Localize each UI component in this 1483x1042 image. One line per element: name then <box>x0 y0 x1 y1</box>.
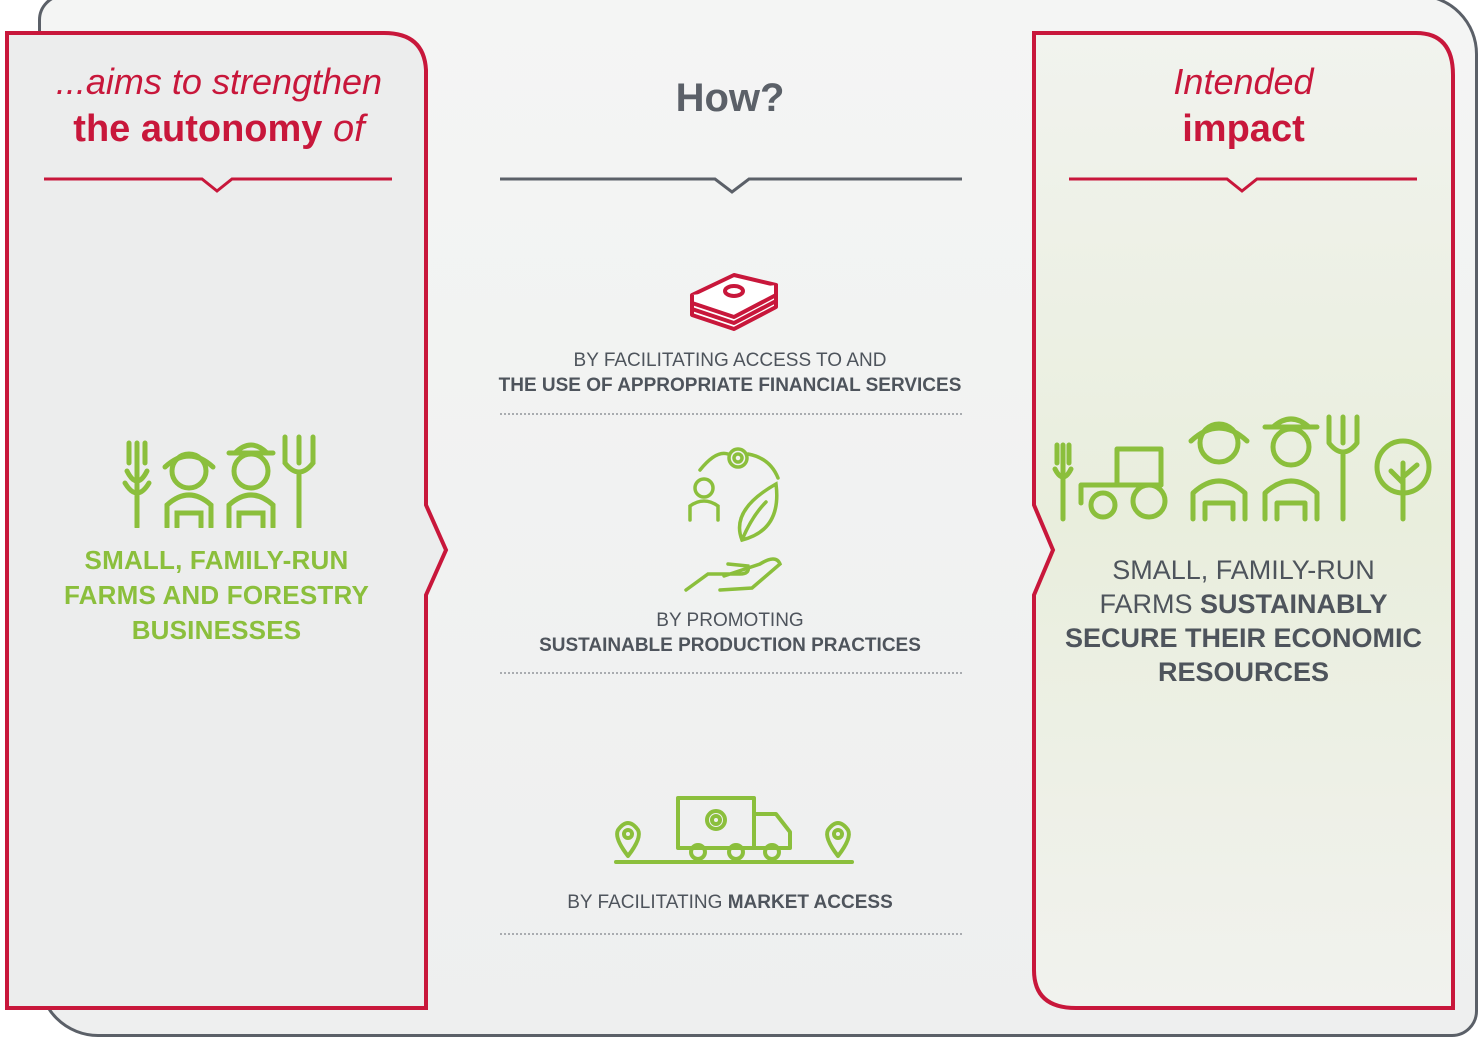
step3-line-regular: BY FACILITATING <box>567 892 723 913</box>
right-heading-line2: impact <box>1182 108 1305 150</box>
step1-text: BY FACILITATING ACCESS TO AND THE USE OF… <box>460 348 1000 398</box>
left-panel: ...aims to strengthen the autonomy of SM… <box>4 30 449 1010</box>
left-label: SMALL, FAMILY-RUN FARMS AND FORESTRY BUS… <box>24 543 409 648</box>
left-heading: ...aims to strengthen the autonomy of <box>24 60 414 154</box>
right-heading: Intended impact <box>1051 60 1436 154</box>
left-label-line3: BUSINESSES <box>131 615 302 645</box>
step2-line2: SUSTAINABLE PRODUCTION PRACTICES <box>539 635 921 656</box>
right-label: SMALL, FAMILY-RUN FARMS SUSTAINABLY SECU… <box>1046 553 1441 689</box>
right-heading-line1: Intended <box>1173 61 1314 102</box>
sustainable-cycle-icon <box>684 447 783 592</box>
step3-dotted-divider <box>500 933 962 935</box>
right-label-line1: SMALL, FAMILY-RUN <box>1112 555 1375 585</box>
center-divider <box>500 177 962 194</box>
right-divider <box>1069 177 1417 193</box>
right-label-line3: SECURE THEIR ECONOMIC <box>1064 623 1423 653</box>
step2-dotted-divider <box>500 672 962 674</box>
left-heading-italic: of <box>332 108 365 150</box>
step3-line-bold: MARKET ACCESS <box>727 892 893 913</box>
right-panel: Intended impact SMALL, FAMILY-RUN FARMS … <box>1031 30 1456 1010</box>
left-label-line1: SMALL, FAMILY-RUN <box>84 545 349 575</box>
left-heading-line1: ...aims to strengthen <box>55 61 383 102</box>
money-stack-icon <box>690 273 778 331</box>
how-title: How? <box>675 76 785 120</box>
step2-text: BY PROMOTING SUSTAINABLE PRODUCTION PRAC… <box>460 608 1000 658</box>
left-divider <box>44 177 392 193</box>
delivery-truck-icon <box>614 796 854 864</box>
step1-dotted-divider <box>500 413 962 415</box>
right-label-line2-bold: SUSTAINABLY <box>1200 589 1388 619</box>
right-label-line4: RESOURCES <box>1157 657 1330 687</box>
step1-line2: THE USE OF APPROPRIATE FINANCIAL SERVICE… <box>498 375 962 396</box>
step3-text: BY FACILITATING MARKET ACCESS <box>460 890 1000 915</box>
left-label-line2: FARMS AND FORESTRY <box>63 580 369 610</box>
farm-impact-icon <box>1052 414 1432 522</box>
step2-line1: BY PROMOTING <box>656 610 804 631</box>
left-heading-bold: the autonomy <box>73 108 323 150</box>
farmers-icon <box>122 434 316 528</box>
step1-line1: BY FACILITATING ACCESS TO AND <box>573 350 887 371</box>
right-label-line2-regular: FARMS <box>1099 589 1193 619</box>
